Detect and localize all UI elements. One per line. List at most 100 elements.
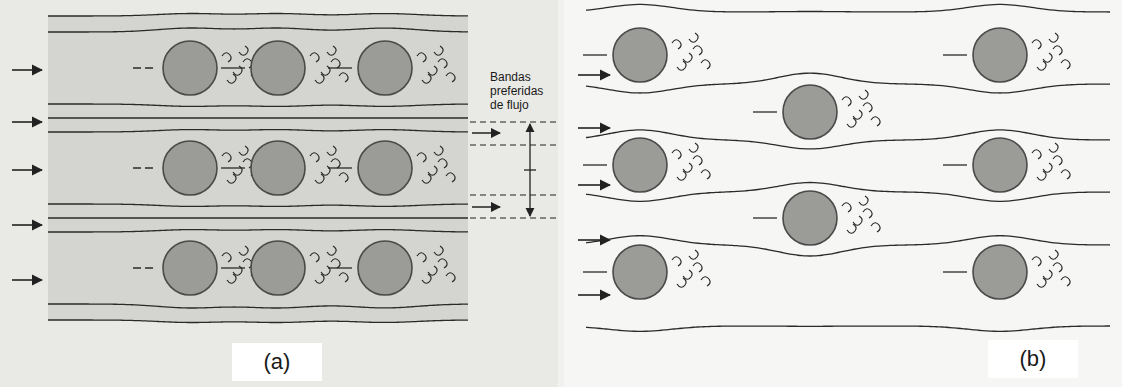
eddy xyxy=(683,163,692,172)
eddy xyxy=(683,270,692,279)
eddy xyxy=(1053,263,1062,272)
eddy xyxy=(233,66,242,75)
band-arrow xyxy=(472,206,500,208)
lead-streamline xyxy=(583,164,607,165)
eddy xyxy=(701,170,710,179)
inflow-arrow xyxy=(578,294,610,296)
eddy xyxy=(428,66,437,75)
eddy xyxy=(693,46,702,55)
eddy xyxy=(871,117,880,126)
eddy xyxy=(859,196,868,205)
tube xyxy=(613,28,667,82)
eddy xyxy=(434,46,443,55)
eddy xyxy=(446,73,455,82)
streamline xyxy=(48,204,468,206)
eddy xyxy=(321,166,330,175)
eddy xyxy=(1049,250,1058,259)
eddy xyxy=(701,277,710,286)
eddy xyxy=(422,174,431,183)
streamline xyxy=(48,13,468,16)
eddy xyxy=(1037,171,1046,180)
eddy xyxy=(321,66,330,75)
lead-streamline xyxy=(133,267,157,268)
eddy xyxy=(239,146,248,155)
streamline xyxy=(48,28,468,32)
band-dashed-line xyxy=(470,144,556,145)
inflow-arrow xyxy=(12,279,42,281)
tube xyxy=(358,41,412,95)
eddy xyxy=(438,159,447,168)
lead-streamline xyxy=(943,164,967,165)
eddy xyxy=(227,74,236,83)
eddy xyxy=(863,103,872,112)
inflow-arrow xyxy=(12,224,42,226)
eddy xyxy=(1037,278,1046,287)
eddy xyxy=(1043,53,1052,62)
eddy xyxy=(859,90,868,99)
eddy xyxy=(315,74,324,83)
eddy xyxy=(689,143,698,152)
eddy xyxy=(222,153,231,162)
tube xyxy=(973,138,1027,192)
eddy xyxy=(321,266,330,275)
eddy xyxy=(331,59,340,68)
eddy xyxy=(1043,270,1052,279)
band-dashed-line xyxy=(470,121,556,122)
eddy xyxy=(677,61,686,70)
eddy xyxy=(434,146,443,155)
eddy xyxy=(438,259,447,268)
eddy xyxy=(434,246,443,255)
streamline xyxy=(586,236,1110,256)
eddy xyxy=(417,153,426,162)
eddy xyxy=(842,203,851,212)
lead-streamline xyxy=(328,267,352,268)
streamline xyxy=(48,230,468,232)
eddy xyxy=(689,250,698,259)
eddy xyxy=(1053,156,1062,165)
lead-streamline xyxy=(753,111,777,112)
lead-streamline xyxy=(753,217,777,218)
eddy xyxy=(339,173,348,182)
eddy xyxy=(239,246,248,255)
eddy xyxy=(677,171,686,180)
streamline xyxy=(48,320,468,323)
streamline xyxy=(48,304,468,308)
tube xyxy=(613,138,667,192)
tube xyxy=(783,191,837,245)
eddy xyxy=(672,40,681,49)
eddy xyxy=(310,153,319,162)
eddy xyxy=(1053,46,1062,55)
eddy xyxy=(672,150,681,159)
band-tick xyxy=(524,169,536,170)
eddy xyxy=(446,173,455,182)
tube xyxy=(251,241,305,295)
eddy xyxy=(693,156,702,165)
eddy xyxy=(701,60,710,69)
streamline xyxy=(48,130,468,132)
eddy xyxy=(677,278,686,287)
panel-b-ground xyxy=(564,0,1122,387)
eddy xyxy=(683,53,692,62)
eddy xyxy=(847,224,856,233)
lead-streamline xyxy=(583,271,607,272)
eddy xyxy=(331,159,340,168)
eddy xyxy=(1049,33,1058,42)
eddy xyxy=(693,263,702,272)
eddy xyxy=(239,46,248,55)
eddy xyxy=(233,166,242,175)
lead-streamline xyxy=(943,271,967,272)
eddy xyxy=(1032,150,1041,159)
tube xyxy=(251,41,305,95)
eddy xyxy=(310,253,319,262)
eddy xyxy=(222,253,231,262)
eddy xyxy=(428,166,437,175)
eddy xyxy=(871,223,880,232)
streamline xyxy=(586,183,1110,202)
band-dashed-line xyxy=(470,217,556,218)
tube xyxy=(973,245,1027,299)
tube xyxy=(358,141,412,195)
eddy xyxy=(417,53,426,62)
eddy xyxy=(1037,61,1046,70)
tube xyxy=(613,245,667,299)
